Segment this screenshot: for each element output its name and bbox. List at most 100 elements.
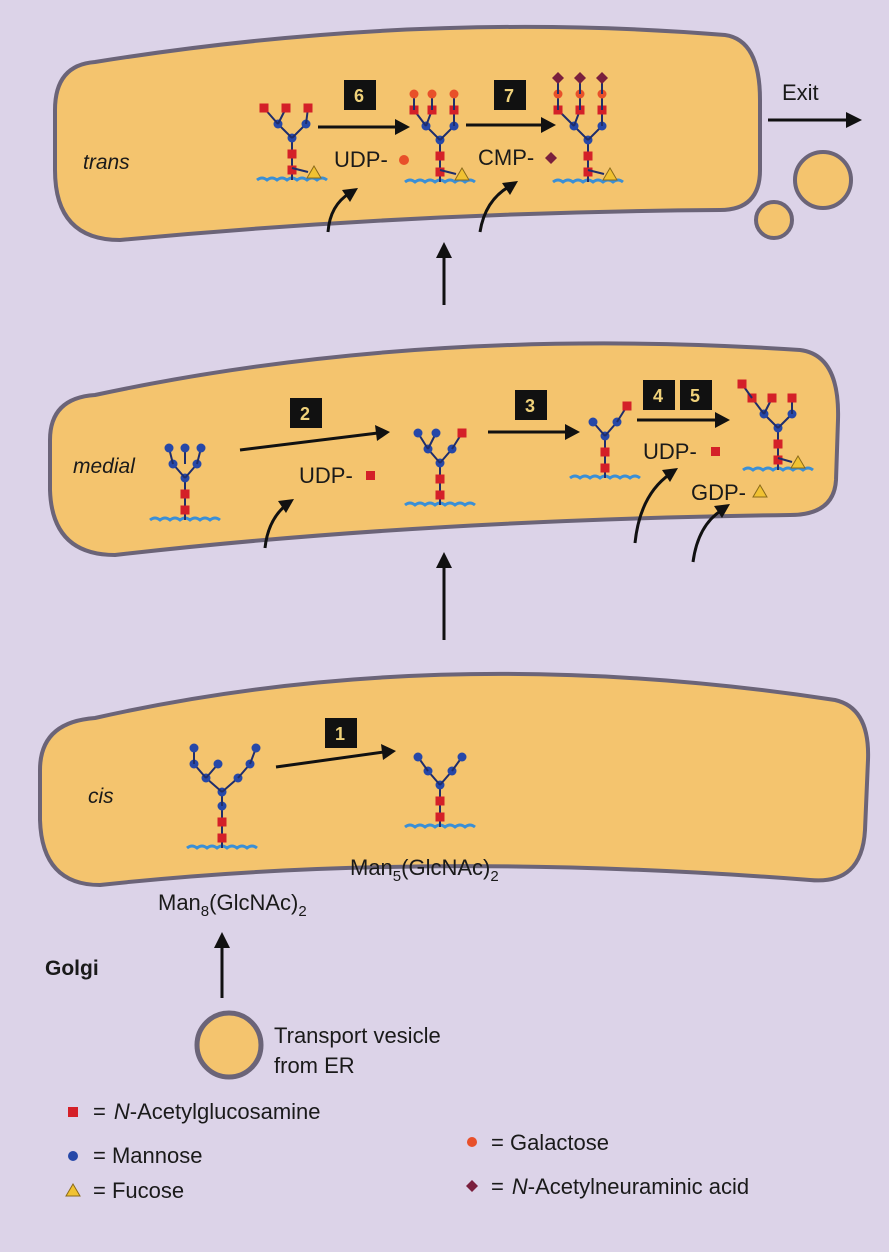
cis-cisterna (38, 671, 871, 888)
mannose-residue (588, 417, 598, 427)
donor-udp-glcnac-medial-text: UDP- (299, 463, 353, 488)
step-box-3: 3 (515, 390, 547, 420)
exit-label: Exit (782, 80, 819, 105)
step-number-1: 1 (335, 724, 345, 744)
vesicle-to-cis-arrowhead (214, 932, 230, 948)
step-number-3: 3 (525, 396, 535, 416)
step7-arrowhead (541, 117, 556, 133)
cmp-neu-entry-arrowhead (502, 181, 518, 195)
secretory-vesicle-small (754, 200, 794, 240)
mannose-residue (251, 743, 261, 753)
medial-to-trans-arrowhead (436, 242, 452, 258)
step-number-5: 5 (690, 386, 700, 406)
mannose-icon (68, 1151, 78, 1161)
donor-udp-galactose: UDP- (334, 147, 409, 172)
glycosidic-bond (587, 169, 605, 175)
mannose-residue (180, 443, 190, 453)
er-transport-vesicle (194, 1010, 264, 1080)
legend-item-glcnac: =N-Acetylglucosamine (68, 1099, 321, 1124)
glcnac-residue (622, 401, 632, 411)
glcnac-residue (259, 103, 269, 113)
udp-glcnac-entry-arrowhead (278, 499, 294, 513)
legend-glcnac-text: =N-Acetylglucosamine (93, 1099, 321, 1124)
vesicle-label-line2: from ER (274, 1053, 355, 1078)
secretory-vesicle-large (793, 150, 853, 210)
step-number-2: 2 (300, 404, 310, 424)
step2-arrowhead (375, 425, 390, 441)
glycan-structures (149, 72, 814, 850)
galactose-icon (467, 1137, 477, 1147)
step45-arrowhead (715, 412, 730, 428)
glycosidic-bond (291, 167, 309, 173)
glcnac-residue (180, 489, 190, 499)
neuraminic-acid-icon (466, 1180, 478, 1192)
glcnac-residue (303, 103, 313, 113)
neuraminic-acid-residue (574, 72, 586, 84)
galactose-icon (399, 155, 409, 165)
step-box-6: 6 (344, 80, 376, 110)
glcnac-residue (787, 393, 797, 403)
glcnac-residue (435, 474, 445, 484)
glcnac-residue (281, 103, 291, 113)
glcnac-residue (435, 490, 445, 500)
glcnac-residue (435, 151, 445, 161)
galactose-residue (449, 89, 459, 99)
glcnac-residue (435, 796, 445, 806)
step-box-5: 5 (680, 380, 712, 410)
step-number-7: 7 (504, 86, 514, 106)
legend-item-fucose: = Fucose (65, 1178, 184, 1203)
neuraminic-acid-icon (545, 152, 557, 164)
mannose-residue (413, 752, 423, 762)
step3-arrowhead (565, 424, 580, 440)
mannose-residue (196, 443, 206, 453)
mannose-residue (457, 752, 467, 762)
donor-udp-galactose-text: UDP- (334, 147, 388, 172)
step-box-7: 7 (494, 80, 526, 110)
step1-arrowhead (381, 744, 396, 760)
legend-item-neuraminic: =N-Acetylneuraminic acid (466, 1174, 749, 1199)
glycosidic-bond (777, 457, 793, 463)
step-box-4: 4 (643, 380, 675, 410)
donor-gdp-fucose: GDP- (691, 480, 768, 505)
donor-cmp-neuraminic-text: CMP- (478, 145, 534, 170)
gdp-fuc-entry-arrowhead (714, 504, 730, 518)
step-number-4: 4 (653, 386, 663, 406)
cis-label: cis (88, 785, 114, 808)
step6-arrowhead (395, 119, 410, 135)
fucose-residue (454, 167, 470, 181)
vesicle-label-line1: Transport vesicle (274, 1023, 441, 1048)
legend-galactose-text: = Galactose (491, 1130, 609, 1155)
galactose-residue (427, 89, 437, 99)
glcnac-residue (773, 439, 783, 449)
fucose-residue (602, 167, 618, 181)
medial-cisterna (48, 341, 841, 558)
glcnac-residue (180, 505, 190, 515)
glcnac-icon (68, 1107, 78, 1117)
exit-arrowhead (846, 112, 862, 128)
glcnac-residue (217, 833, 227, 843)
glcnac-residue (767, 393, 777, 403)
cis-to-medial-arrowhead (436, 552, 452, 568)
legend-neuraminic-text: =N-Acetylneuraminic acid (491, 1174, 749, 1199)
trans-cisterna (53, 24, 762, 243)
step2-arrow (239, 431, 379, 452)
glcnac-icon (366, 471, 375, 480)
man5-glcnac2-label: Man5(GlcNAc)2 (350, 855, 499, 885)
fucose-residue (306, 165, 322, 179)
legend-fucose-text: = Fucose (93, 1178, 184, 1203)
mannose-residue (213, 759, 223, 769)
fucose-residue (790, 455, 806, 469)
mannose-residue (431, 428, 441, 438)
glcnac-residue (583, 151, 593, 161)
legend-item-mannose: = Mannose (68, 1143, 202, 1168)
medial-label: medial (73, 455, 136, 478)
glcnac-residue (435, 812, 445, 822)
glcnac-residue (287, 165, 297, 175)
udp-gal-entry-arrowhead (342, 188, 358, 202)
udp-glcnac45-entry-arrow (633, 472, 671, 544)
donor-cmp-neuraminic: CMP- (478, 145, 557, 170)
legend-mannose-text: = Mannose (93, 1143, 202, 1168)
glcnac-residue (217, 817, 227, 827)
step-number-6: 6 (354, 86, 364, 106)
